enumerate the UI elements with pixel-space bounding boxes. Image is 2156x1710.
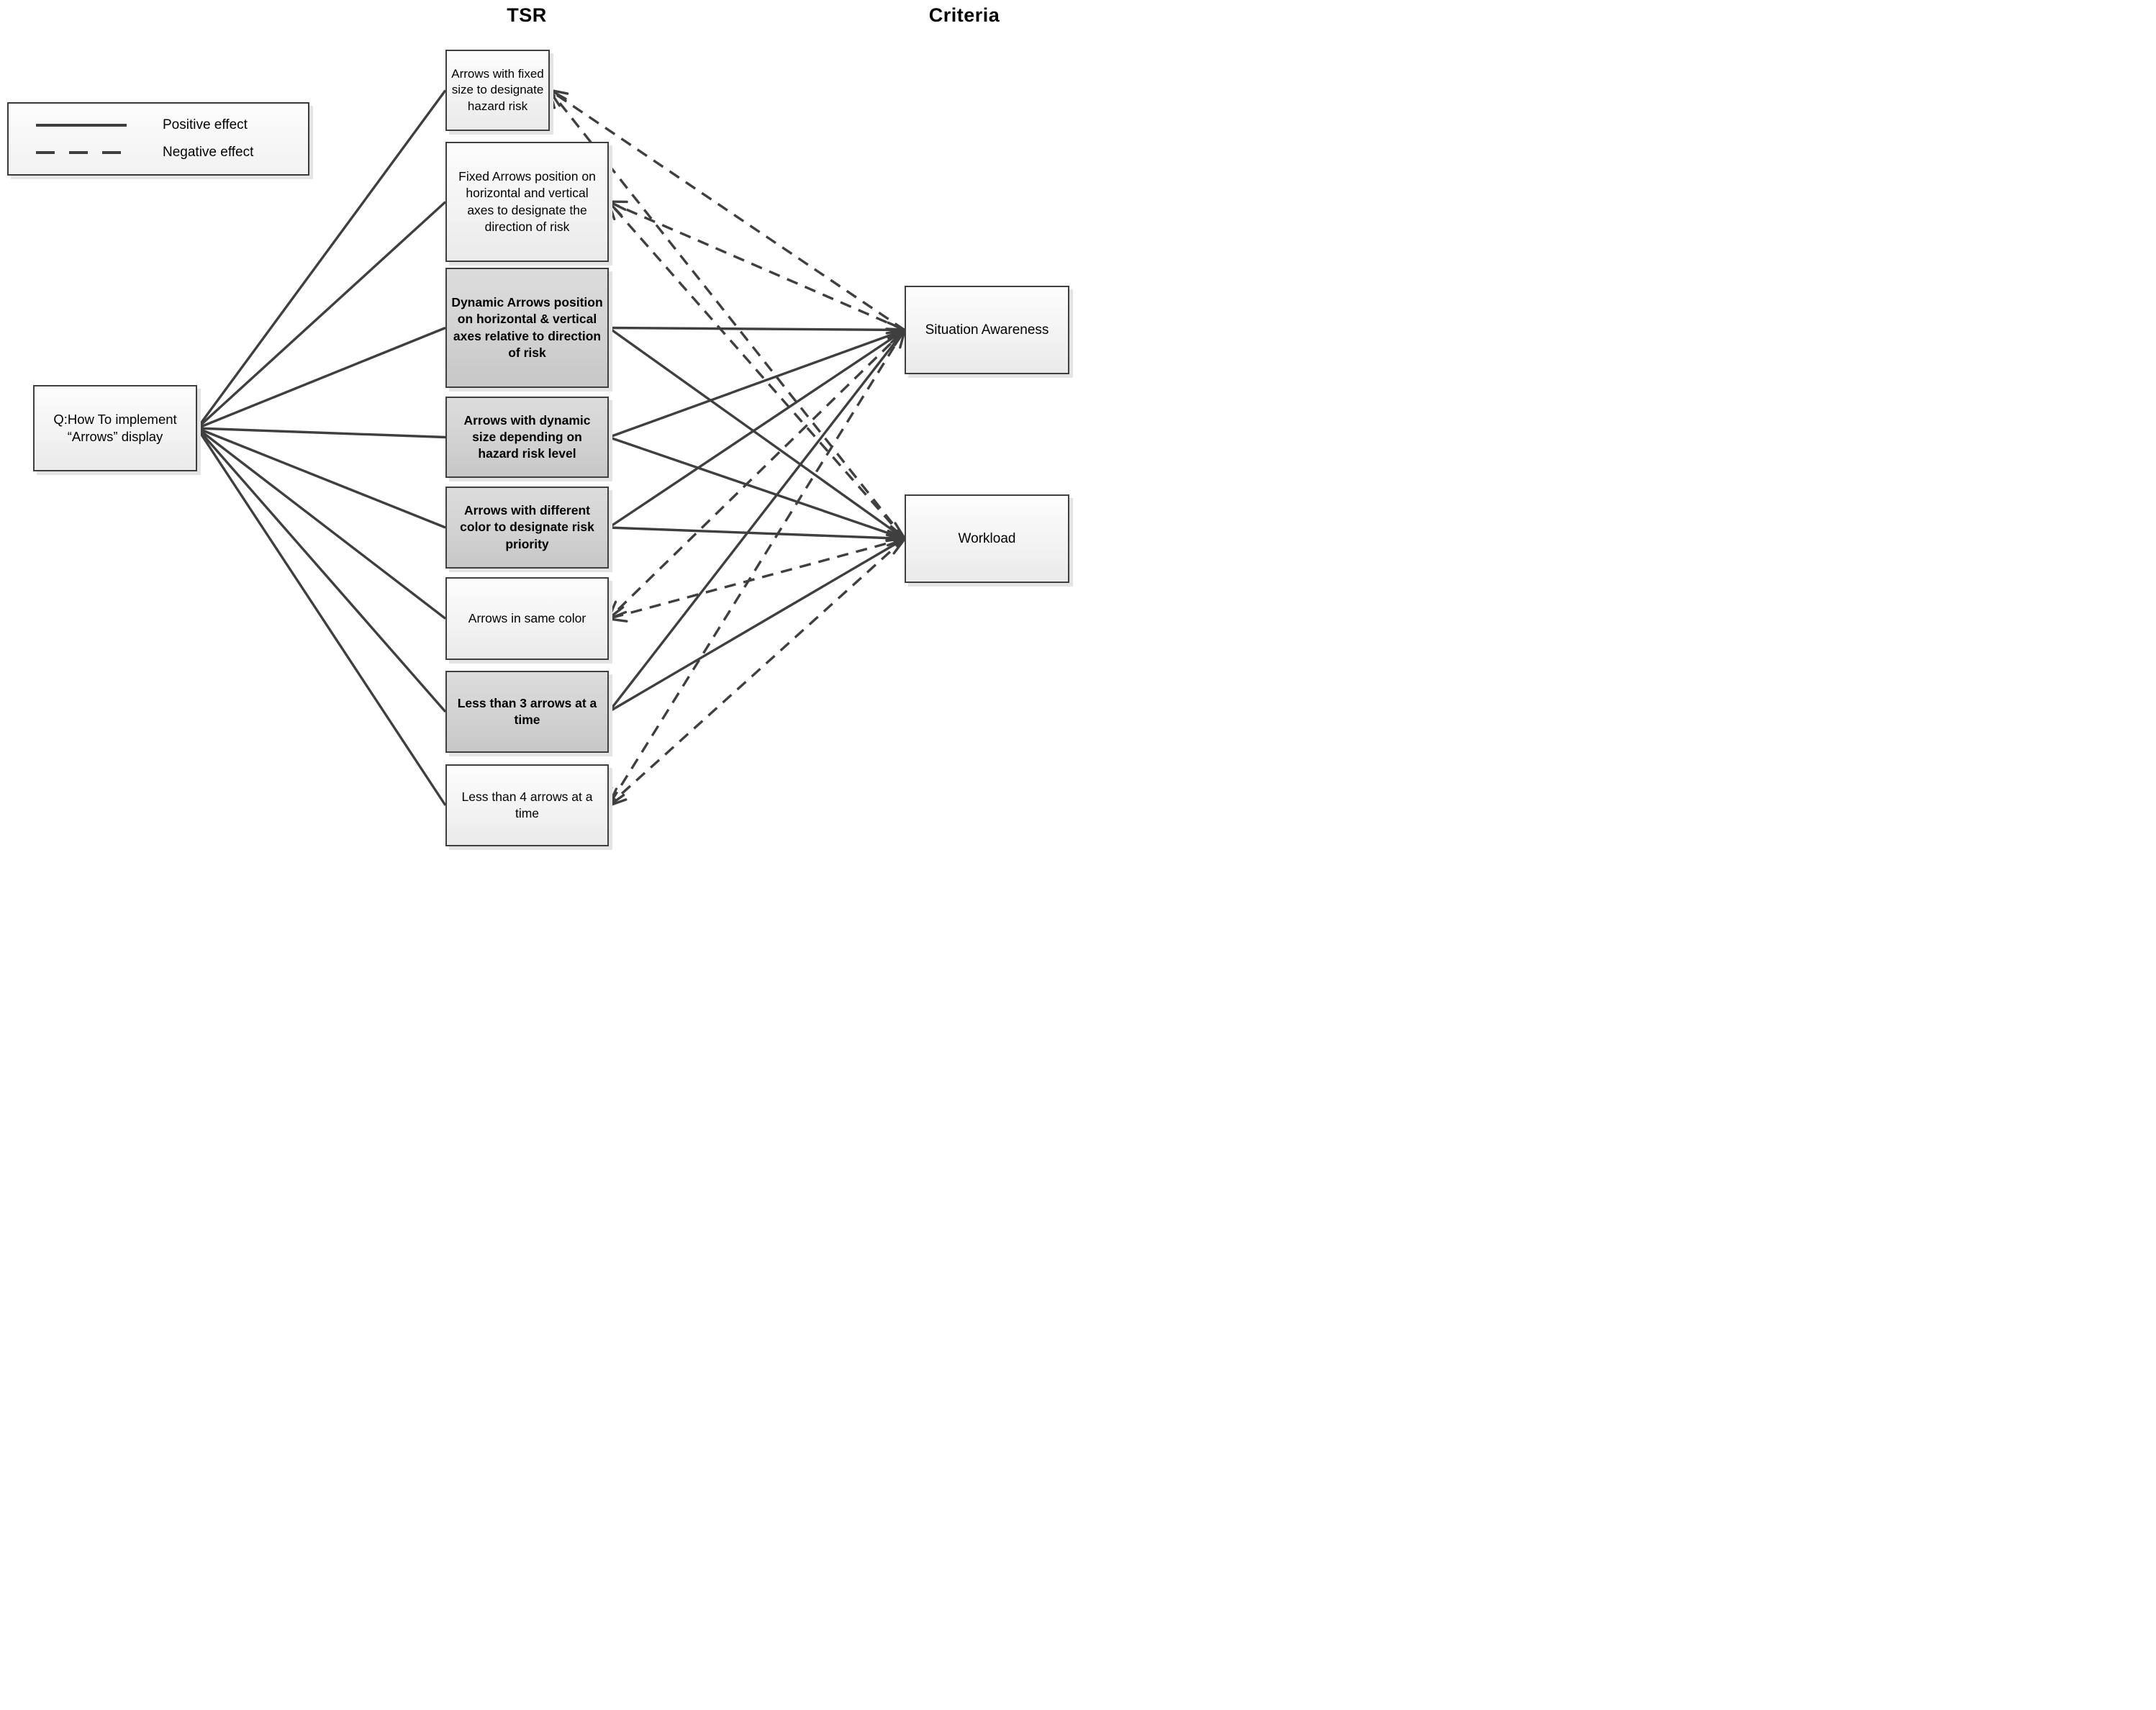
edge-q-to-tsr-1 [196,89,447,430]
tsr-option-different-color: Arrows with different color to designate… [445,487,609,569]
edge-tsr-6-to-crit-wl-negative [604,537,905,623]
edge-tsr-2-to-crit-wl-negative [606,199,906,540]
edge-tsr-8-to-crit-wl-negative [605,538,906,808]
legend-row-negative: Negative effect [9,145,308,160]
legend-label-negative: Negative effect [163,144,254,160]
tsr-option-less-than-4-arrows: Less than 4 arrows at a time [445,764,609,846]
edge-tsr-3-to-crit-wl-positive [608,327,908,541]
edge-q-to-tsr-5 [196,427,446,529]
edge-tsr-1-to-crit-wl-negative [547,87,906,540]
edge-tsr-6-to-crit-sa-negative [606,329,906,622]
tsr-option-dynamic-size: Arrows with dynamic size depending on ha… [445,397,609,478]
edge-tsr-1-to-crit-sa-negative [546,88,905,331]
question-node: Q:How To implement “Arrows” display [33,385,197,471]
means-ends-diagram: TSR Criteria Positive effect Negative ef… [0,0,1078,855]
edge-q-to-tsr-2 [196,201,447,430]
edge-tsr-5-to-crit-sa-positive [608,327,908,529]
edge-q-to-tsr-6 [196,427,447,620]
criterion-node-workload: Workload [905,494,1069,583]
edge-q-to-tsr-8 [196,428,447,806]
tsr-option-same-color: Arrows in same color [445,577,609,660]
edge-tsr-4-to-crit-wl-positive [608,435,909,542]
legend-label-positive: Positive effect [163,117,248,133]
tsr-column-title: TSR [507,4,547,26]
edge-tsr-4-to-crit-sa-positive [608,327,909,439]
edge-tsr-3-to-crit-sa-positive [608,321,909,339]
edge-tsr-7-to-crit-sa-positive [607,327,907,713]
criteria-column-title: Criteria [928,4,1000,26]
edges-layer [196,87,909,809]
positive-effect-line-icon [36,124,127,127]
tsr-option-fixed-arrows-position: Fixed Arrows position on horizontal and … [445,142,609,262]
edge-tsr-7-to-crit-wl-positive [608,536,908,713]
tsr-option-less-than-3-arrows: Less than 3 arrows at a time [445,671,609,753]
edge-q-to-tsr-7 [196,427,447,713]
negative-effect-line-icon [36,150,127,154]
tsr-option-dynamic-arrows-position: Dynamic Arrows position on horizontal & … [445,268,609,388]
edge-q-to-tsr-4 [196,427,446,439]
tsr-option-arrows-fixed-size: Arrows with fixed size to designate haza… [445,50,550,131]
legend-row-positive: Positive effect [9,117,308,133]
edge-tsr-8-to-crit-sa-negative [607,329,906,809]
edge-tsr-2-to-crit-sa-negative [605,200,905,332]
criterion-node-situation-awareness: Situation Awareness [905,286,1069,374]
legend: Positive effect Negative effect [7,102,309,176]
edge-tsr-5-to-crit-wl-positive [608,526,909,547]
edge-q-to-tsr-3 [196,326,446,430]
